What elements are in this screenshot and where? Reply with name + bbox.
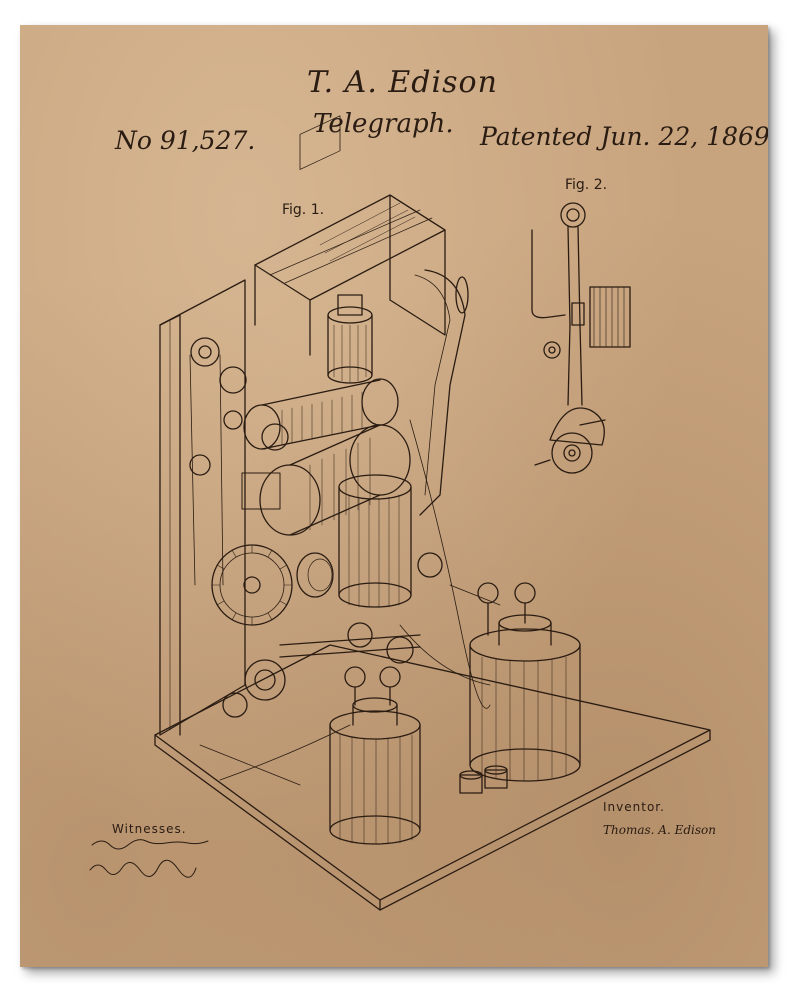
patent-number: No 91,527. — [115, 126, 256, 155]
inventor-name-header: T. A. Edison — [307, 65, 498, 100]
witness-signatures — [89, 839, 209, 878]
upper-drum — [243, 378, 399, 450]
fig1-drawing — [154, 115, 711, 911]
top-cylinder — [327, 294, 373, 384]
inventor-signature: Thomas. A. Edison — [603, 823, 716, 837]
magnet-e — [338, 474, 412, 608]
paper-texture — [20, 25, 768, 967]
fig2-drawing — [531, 202, 631, 474]
left-frame-board — [159, 279, 246, 736]
lower-gears — [222, 552, 443, 718]
patent-print: T. A. Edison Telegraph. No 91,527. Paten… — [20, 25, 768, 967]
patent-drawing — [89, 115, 711, 911]
base-plate — [154, 644, 711, 901]
fig1-label: Fig. 1. — [282, 202, 325, 218]
battery-k — [469, 582, 581, 782]
main-drum — [241, 424, 411, 536]
patent-date: Patented Jun. 22, 1869. — [480, 122, 768, 151]
witnesses-label: Witnesses. — [112, 822, 187, 836]
battery-i — [329, 666, 421, 845]
left-gears — [189, 337, 289, 586]
invention-title: Telegraph. — [313, 109, 454, 139]
inventor-label: Inventor. — [603, 800, 665, 814]
gear-c — [211, 544, 334, 626]
fig2-label: Fig. 2. — [565, 177, 608, 193]
